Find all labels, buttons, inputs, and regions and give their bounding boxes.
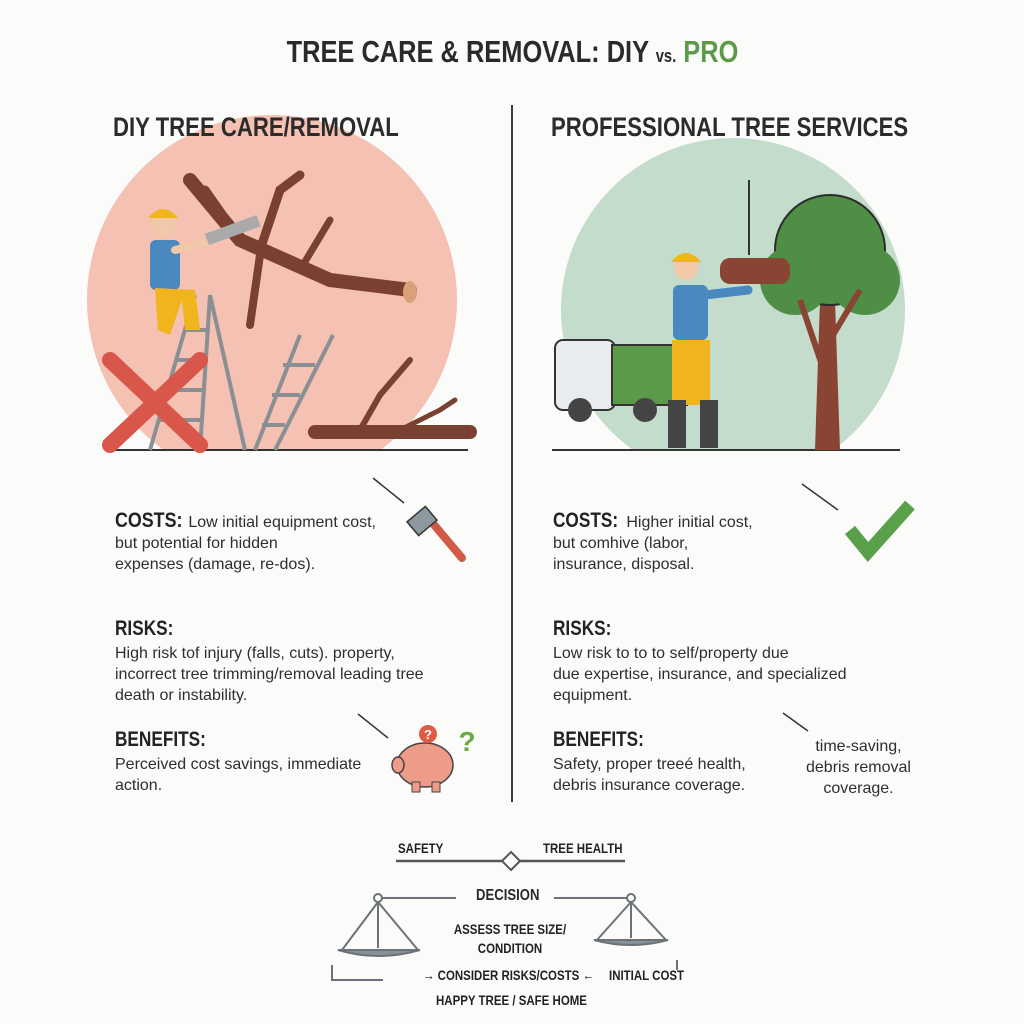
pro-risks: RISKS: Low risk to to to self/property d… <box>553 618 847 706</box>
pro-illustration <box>552 138 915 732</box>
diy-benefits-text: Perceived cost savings, immediate action… <box>115 756 362 794</box>
outcome-label: HAPPY TREE / SAFE HOME <box>436 992 587 1008</box>
diy-heading: DIY TREE CARE/REMOVAL <box>113 112 399 142</box>
pro-benefits-label: BENEFITS: <box>553 728 644 751</box>
assess-label: ASSESS TREE SIZE/ CONDITION <box>453 921 567 956</box>
pro-risks-text: Low risk to to to self/property due due … <box>553 645 847 704</box>
diy-background-circle <box>87 115 457 450</box>
pro-costs-text: but comhive (labor, insurance, disposal. <box>553 535 695 573</box>
svg-text:?: ? <box>424 727 432 742</box>
diy-benefits: BENEFITS: Perceived cost savings, immedi… <box>115 729 361 796</box>
arrow-icon <box>782 712 809 732</box>
diy-risks-label: RISKS: <box>115 617 174 640</box>
title-pro: PRO <box>682 34 738 69</box>
initial-cost-label: INITIAL COST <box>609 967 685 983</box>
cross-icon <box>102 352 208 453</box>
diy-risks-text: High risk tof injury (falls, cuts). prop… <box>115 645 424 704</box>
question-mark-icon: ? ? <box>419 725 476 757</box>
diy-costs-text: but potential for hidden expenses (damag… <box>115 535 316 573</box>
diy-costs: COSTS: Low initial equipment cost, but po… <box>115 510 376 575</box>
svg-text:?: ? <box>458 726 475 757</box>
diy-benefits-label: BENEFITS: <box>115 728 206 751</box>
pro-risks-label: RISKS: <box>553 617 612 640</box>
pro-benefits-text: Safety, proper treeé health, debris insu… <box>553 756 746 794</box>
arrow-icon <box>801 483 839 511</box>
decision-label: DECISION <box>476 887 540 904</box>
tree-health-label: TREE HEALTH <box>543 840 623 856</box>
diy-costs-first: Low initial equipment cost, <box>188 514 376 531</box>
diy-costs-label: COSTS: <box>115 509 183 532</box>
title-vs: vs. <box>655 46 676 66</box>
diy-illustration: ? ? <box>87 115 477 793</box>
diy-worker-icon <box>148 209 261 335</box>
piggy-bank-icon <box>391 742 454 793</box>
pro-costs: COSTS: Higher initial cost, but comhive (… <box>553 510 753 575</box>
pro-side-note: time-saving, debris removal coverage. <box>806 738 911 797</box>
arrow-icon <box>372 477 405 504</box>
branch-illustration <box>183 170 477 439</box>
pro-benefits: BENEFITS: Safety, proper treeé health, d… <box>553 729 746 796</box>
safety-label: SAFETY <box>398 840 444 856</box>
consider-text: CONSIDER RISKS/COSTS <box>437 967 580 983</box>
pro-costs-label: COSTS: <box>553 509 619 532</box>
pro-costs-first: Higher initial cost, <box>626 514 753 531</box>
arrow-icon <box>357 713 389 739</box>
column-divider <box>511 105 513 802</box>
pro-heading: PROFESSIONAL TREE SERVICES <box>551 112 909 142</box>
log-icon <box>720 258 790 284</box>
diy-risks: RISKS: High risk tof injury (falls, cuts… <box>115 618 424 706</box>
hammer-icon <box>405 505 466 562</box>
page-title: TREE CARE & REMOVAL: DIY vs. PRO <box>0 34 1024 70</box>
check-icon <box>844 500 915 562</box>
decision-scale-diagram <box>331 850 678 981</box>
consider-label: → CONSIDER RISKS/COSTS ← <box>423 967 594 983</box>
title-main: TREE CARE & REMOVAL: DIY <box>286 34 649 69</box>
pro-worker-icon <box>668 253 753 448</box>
